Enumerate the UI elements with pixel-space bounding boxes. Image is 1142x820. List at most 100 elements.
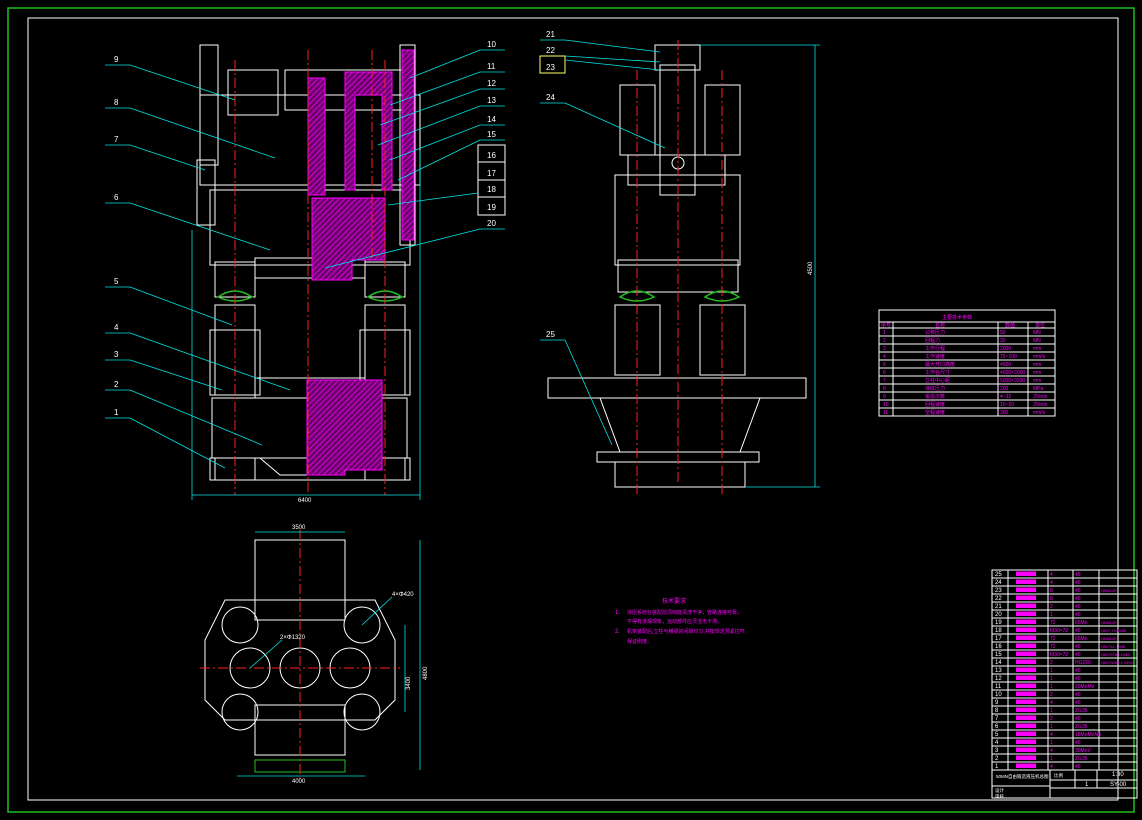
leader-label-5: 5 [114,277,119,286]
leader-label-12: 12 [487,79,496,88]
bom-item-name-block [1016,763,1036,768]
param-row-unit: mm [1033,346,1041,352]
bom-item-quantity: 1 [1050,740,1053,746]
param-row-number: 5 [883,362,886,368]
param-row-value: 2000 [1000,346,1011,352]
bom-item-material: 30MnV [1075,748,1092,754]
side-view: 4500 21 22 23 24 25 [539,30,820,495]
bom-item-material: 45 [1075,580,1081,586]
param-row-value: 30 [1000,338,1006,344]
scale-value: 1:30 [1112,772,1124,778]
param-row-number: 10 [883,402,889,408]
bom-item-material: HG150 [1075,660,1091,666]
bom-item-number: 20 [995,612,1002,618]
bom-item-material: 45 [1075,764,1081,770]
bom-item-number: 8 [995,708,999,714]
bom-item-name-block [1016,571,1036,576]
bom-item-standard: GB/T5780-1986 [1101,652,1130,657]
bom-item-standard: GB/T3452.1-1992 [1101,660,1134,665]
scale-label: 比例 [1054,772,1063,779]
param-row-number: 8 [883,386,886,392]
param-row-name: 工作行程 [925,345,945,352]
param-row-name: 公称压力 [925,329,945,336]
bom-item-number: 4 [995,740,999,746]
param-row-number: 11 [883,410,888,416]
param-row-name: 立柱中心距 [925,377,950,384]
param-row-value: 10~20 [1000,402,1014,408]
bom-item-quantity: 2 [1050,716,1053,722]
leader-label-11: 11 [487,62,496,71]
inner-frame [27,17,1119,801]
tech-item-text: 不得有渗漏现象，运动部件应灵活无卡滞。 [627,618,722,625]
outer-border [7,7,1135,813]
dimension-plan-right-inner: 3400 [406,676,412,690]
leader-label-3: 3 [114,350,119,359]
bom-item-quantity: 4 [1050,732,1053,738]
param-row-number: 9 [883,394,886,400]
bom-item-number: 6 [995,724,999,730]
param-row-value: 5000×3500 [1000,378,1025,384]
bom-item-quantity: 1 [1050,724,1053,730]
bom-item-standard: GB91-87 [1101,588,1118,593]
bom-item-number: 15 [995,652,1002,658]
bom-item-number: 3 [995,748,999,754]
param-row-number: 2 [883,338,886,344]
param-header: 序号 [881,322,891,329]
designer-label: 设计 [995,787,1004,794]
bom-item-quantity: 2 [1050,604,1053,610]
param-row-number: 3 [883,346,886,352]
dimension-plan-top: 3500 [292,525,306,531]
tech-item-text: 液压系统在装配前须彻底清洗干净，管路连接可靠， [627,609,742,616]
tech-item-text: 保证刚度。 [627,638,652,645]
bom-item-material: 45 [1075,572,1081,578]
param-row-number: 1 [883,330,886,336]
bom-item-quantity: 8 [1050,588,1053,594]
bom-item-material: 65Mn [1075,620,1088,626]
bom-item-name-block [1016,707,1036,712]
leader-label-10: 10 [487,40,496,49]
tech-requirements-title: 技术要求 [662,597,686,605]
leader-label-23: 23 [546,63,555,72]
front-leaders: 1 2 3 4 5 6 7 8 9 10 11 12 13 14 15 16 1… [105,40,506,469]
bom-item-quantity: 1 [1050,708,1053,714]
bom-item-name-block [1016,587,1036,592]
param-row-value: 75~100 [1000,354,1017,360]
bom-item-name-block [1016,739,1036,744]
tech-item-number: 2. [615,629,620,635]
param-row-name: 空程速度 [925,409,945,416]
bom-item-quantity: 2 [1050,692,1053,698]
bom-item-quantity: 4 [1050,700,1053,706]
bom-item-quantity: 72 [1050,644,1056,650]
bom-item-name-block [1016,699,1036,704]
plan-view: 3500 4000 4800 3400 4×Φ420 2×Φ1320 [200,525,429,785]
leader-label-24: 24 [546,93,555,102]
leader-label-25: 25 [546,330,555,339]
bom-item-material: 45 [1075,676,1081,682]
bom-item-material: ZG35 [1075,708,1088,714]
param-row-value: 200 [1000,386,1009,392]
bom-item-name-block [1016,691,1036,696]
leader-label-1: 1 [114,408,119,417]
dimension-plan-bottom: 4000 [292,779,306,785]
bom-item-material: 18MnMoNb [1075,732,1101,738]
param-row-name: 回程速度 [925,401,945,408]
front-view: 6400 [191,44,421,504]
bom-item-number: 25 [995,572,1002,578]
tech-item-number: 1. [615,610,620,616]
leader-label-6: 6 [114,193,119,202]
param-row-number: 6 [883,370,886,376]
bom-item-number: 16 [995,644,1002,650]
leader-label-16: 16 [487,151,496,160]
param-row-value: 4000×3000 [1000,370,1025,376]
drawing-number: SY-00 [1110,782,1127,788]
bom-item-material: 45 [1075,692,1081,698]
bom-item-name-block [1016,675,1036,680]
bom-item-number: 23 [995,588,1002,594]
bom-item-name-block [1016,731,1036,736]
bom-item-quantity: 2 [1050,660,1053,666]
plan-note-cylinders: 2×Φ1320 [280,635,306,641]
param-row-name: 工作速度 [925,353,945,360]
bom-item-quantity: 4 [1050,764,1053,770]
bom-item-name-block [1016,579,1036,584]
